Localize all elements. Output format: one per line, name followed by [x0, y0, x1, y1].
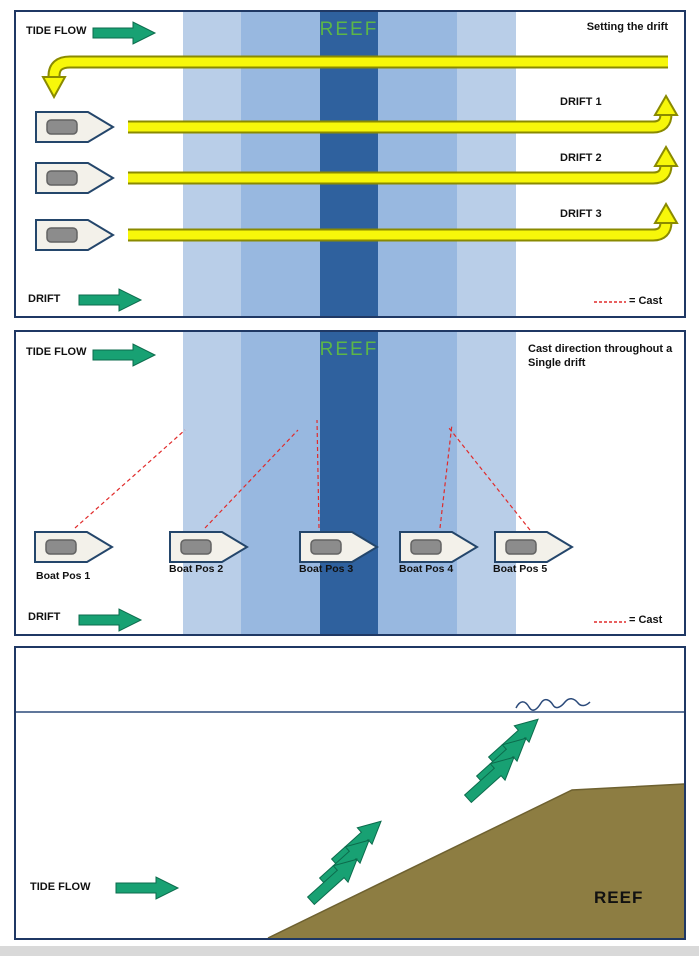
drift-label: DRIFT: [28, 293, 61, 305]
tide-flow-label: TIDE FLOW: [30, 881, 91, 893]
reef-band-mid-right: [378, 332, 457, 634]
reef-band-center: [320, 332, 378, 634]
reef-band-outer-left: [183, 332, 241, 634]
drift1-label: DRIFT 1: [560, 96, 602, 108]
side-view-graphic: [16, 698, 684, 938]
cast-direction-graphic: [34, 332, 626, 634]
tide-flow-arrow-icon: [115, 876, 179, 900]
drift3-label: DRIFT 3: [560, 208, 602, 220]
cast-line: [204, 429, 299, 529]
tide-flow-label: TIDE FLOW: [26, 25, 87, 37]
boat-pos2-label: Boat Pos 2: [169, 563, 224, 575]
boat-icon: [35, 219, 114, 251]
page-bottom-strip: [0, 946, 699, 956]
tide-flow-arrow-icon: [92, 343, 156, 367]
cast-legend-label: = Cast: [629, 295, 663, 307]
drift1-arrow-icon: [128, 94, 679, 134]
setting-drift-arrow-icon: [41, 55, 668, 100]
boat-icon: [34, 531, 113, 563]
boat-icon: [35, 111, 114, 143]
drift2-arrow-icon: [128, 145, 679, 185]
reef-band-outer-right: [457, 332, 516, 634]
panel-setting-the-drift: TIDE FLOW REEF Setting the drift DRIFT 1…: [14, 10, 686, 318]
setting-drift-graphic: [35, 12, 679, 316]
cast-line: [439, 423, 453, 529]
cast-legend-label: = Cast: [629, 614, 663, 626]
reef-slope-edge: [267, 783, 684, 938]
boat-pos1-label: Boat Pos 1: [36, 570, 91, 582]
boat-pos4-label: Boat Pos 4: [399, 563, 454, 575]
reef-seabed: [268, 784, 684, 938]
tide-flow-label: TIDE FLOW: [26, 346, 87, 358]
boat-pos5-label: Boat Pos 5: [493, 563, 548, 575]
panel-cast-direction: TIDE FLOW REEF Cast direction throughout…: [14, 330, 686, 636]
drift2-label: DRIFT 2: [560, 152, 602, 164]
reef-label: REEF: [594, 888, 644, 907]
boat-icon: [35, 162, 114, 194]
panel-title: Setting the drift: [586, 21, 668, 33]
reef-label: REEF: [319, 19, 379, 40]
boat-icon: [494, 531, 573, 563]
drift-label: DRIFT: [28, 611, 61, 623]
panel-title: Cast direction throughout a Single drift: [528, 343, 673, 370]
tide-flow-arrow-icon: [92, 21, 156, 45]
reef-label: REEF: [319, 339, 379, 360]
cast-line: [74, 429, 186, 529]
panel-side-view: TIDE FLOW REEF: [14, 646, 686, 940]
drift3-arrow-icon: [128, 202, 679, 242]
reef-band-mid-left: [241, 332, 320, 634]
boat-pos3-label: Boat Pos 3: [299, 563, 354, 575]
drift-arrow-icon: [78, 288, 142, 312]
drift-arrow-icon: [78, 608, 142, 632]
cast-line: [448, 427, 531, 531]
wave-squiggle-icon: [515, 698, 591, 711]
